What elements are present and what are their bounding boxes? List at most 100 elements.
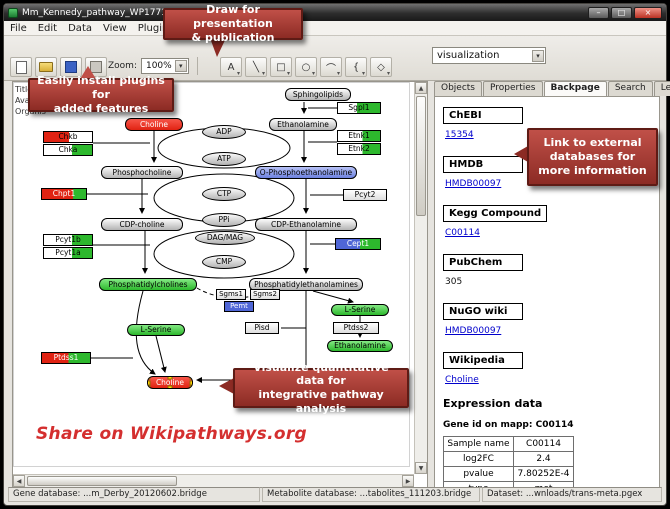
pathway-node-o-phosphoethanolamine[interactable]: O-Phosphoethanolamine <box>255 166 357 179</box>
selection-handle[interactable] <box>167 385 173 388</box>
maximize-button[interactable]: □ <box>611 6 632 19</box>
selection-handle[interactable] <box>148 385 151 388</box>
tab-objects[interactable]: Objects <box>434 81 483 96</box>
pathway-node-ptdss2[interactable]: Ptdss2 <box>333 322 379 334</box>
menu-data[interactable]: Data <box>68 22 92 34</box>
pathway-node-pisd[interactable]: Pisd <box>245 322 279 334</box>
backpage-db-link[interactable]: 15354 <box>445 130 474 140</box>
selection-handle[interactable] <box>148 380 151 385</box>
pathway-node-ethanolamine[interactable]: Ethanolamine <box>327 340 393 352</box>
shape-tool-button[interactable]: ◇▾ <box>370 57 392 77</box>
scroll-up-icon[interactable]: ▲ <box>415 82 427 94</box>
pathway-node-phosphatidylethanolamines[interactable]: Phosphatidylethanolamines <box>249 278 363 291</box>
chevron-down-icon[interactable]: ▾ <box>532 49 544 62</box>
pathway-node-cdp-choline[interactable]: CDP-choline <box>101 218 183 231</box>
menu-edit[interactable]: Edit <box>37 22 58 34</box>
selection-handle[interactable] <box>189 385 192 388</box>
panel-tabs: ObjectsPropertiesBackpageSearchLegend <box>434 81 670 96</box>
pathway-node-pcyt1a[interactable]: Pcyt1a <box>43 247 93 259</box>
pathway-node-choline[interactable]: Choline <box>125 118 183 131</box>
backpage-db-link[interactable]: HMDB00097 <box>445 326 502 336</box>
pathway-node-chka[interactable]: Chka <box>43 144 93 156</box>
selection-handle[interactable] <box>189 377 192 380</box>
selection-handle[interactable] <box>189 380 192 385</box>
pathway-node-atp[interactable]: ATP <box>202 152 246 166</box>
pathway-node-chkb[interactable]: Chkb <box>43 131 93 143</box>
backpage-db-link[interactable]: Choline <box>445 375 479 385</box>
selection-handle[interactable] <box>167 377 173 380</box>
pathway-node-l-serine[interactable]: L-Serine <box>127 324 185 336</box>
menu-file[interactable]: File <box>10 22 27 34</box>
tab-backpage[interactable]: Backpage <box>543 81 607 96</box>
menu-plugins[interactable]: Plugins <box>137 22 174 34</box>
open-file-icon <box>39 62 53 72</box>
backpage-db-header: NuGO wiki <box>443 303 523 320</box>
horizontal-scrollbar[interactable]: ◀ ▶ <box>13 474 414 487</box>
pathway-node-ppi[interactable]: PPi <box>202 213 246 227</box>
visualization-combobox[interactable]: visualization ▾ <box>432 47 546 64</box>
tab-legend[interactable]: Legend <box>653 81 670 96</box>
pathway-node-sgms2[interactable]: Sgms2 <box>250 289 280 300</box>
expression-table-cell: 2.4 <box>513 451 574 467</box>
zoom-value: 100% <box>145 61 172 71</box>
backpage-db-value: 305 <box>445 277 463 287</box>
pathway-node-ptdss1[interactable]: Ptdss1 <box>41 352 91 364</box>
expression-table-cell: log2FC <box>443 451 514 467</box>
pathway-node-cmp[interactable]: CMP <box>202 255 246 269</box>
pathway-node-adp[interactable]: ADP <box>202 125 246 139</box>
scroll-down-icon[interactable]: ▼ <box>415 462 427 474</box>
scroll-left-icon[interactable]: ◀ <box>13 475 25 487</box>
zoom-label: Zoom: <box>108 61 137 71</box>
zoom-combobox[interactable]: 100% ▾ <box>140 58 189 74</box>
share-wikipathways-note: Share on Wikipathways.org <box>36 424 307 444</box>
horizontal-scroll-thumb[interactable] <box>27 476 177 486</box>
menu-view[interactable]: View <box>103 22 127 34</box>
rectangle-tool-button[interactable]: □▾ <box>270 57 292 77</box>
open-file-button[interactable] <box>35 57 57 77</box>
pathway-canvas[interactable]: Title:AvailabOrganis SphingolipidsSgpl1C… <box>12 81 428 488</box>
visualization-value: visualization <box>437 50 500 61</box>
pathway-node-cept1[interactable]: Cept1 <box>335 238 381 250</box>
arc-tool-button[interactable]: ⌒▾ <box>320 57 342 77</box>
label-tool-button[interactable]: A▾ <box>220 57 242 77</box>
pathway-node-sgpl1[interactable]: Sgpl1 <box>337 102 381 114</box>
pathway-node-l-serine[interactable]: L-Serine <box>331 304 389 316</box>
pathway-node-choline[interactable]: Choline <box>147 376 193 389</box>
save-file-button[interactable] <box>60 57 82 77</box>
scroll-right-icon[interactable]: ▶ <box>402 475 414 487</box>
close-button[interactable]: × <box>634 6 662 19</box>
expression-data-title: Expression data <box>443 397 543 410</box>
pathway-drawing-area[interactable]: Title:AvailabOrganis SphingolipidsSgpl1C… <box>13 82 414 474</box>
pathway-node-cdp-ethanolamine[interactable]: CDP-Ethanolamine <box>255 218 357 231</box>
tab-properties[interactable]: Properties <box>483 81 543 96</box>
pathway-node-phosphocholine[interactable]: Phosphocholine <box>101 166 183 179</box>
brace-tool-button[interactable]: {▾ <box>345 57 367 77</box>
chevron-down-icon[interactable]: ▾ <box>174 60 187 72</box>
pathway-node-ethanolamine[interactable]: Ethanolamine <box>269 118 337 131</box>
pathway-node-chpt1[interactable]: Chpt1 <box>41 188 87 200</box>
vertical-scroll-thumb[interactable] <box>416 96 426 216</box>
pathway-node-ctp[interactable]: CTP <box>202 187 246 201</box>
oval-tool-button[interactable]: ○▾ <box>295 57 317 77</box>
callout-arrow-left-icon <box>219 378 234 394</box>
pathway-node-etnk2[interactable]: Etnk2 <box>337 143 381 155</box>
expression-table-cell: C00114 <box>513 436 574 452</box>
pathway-node-pemt[interactable]: Pemt <box>224 301 254 312</box>
minimize-button[interactable]: – <box>588 6 609 19</box>
tab-search[interactable]: Search <box>607 81 653 96</box>
pathway-node-etnk1[interactable]: Etnk1 <box>337 130 381 142</box>
menu-bar: FileEditDataViewPluginsHelp <box>4 21 666 36</box>
pathway-node-phosphatidylcholines[interactable]: Phosphatidylcholines <box>99 278 197 291</box>
pathway-node-pcyt2[interactable]: Pcyt2 <box>343 189 387 201</box>
backpage-db-link[interactable]: HMDB00097 <box>445 179 502 189</box>
selection-handle[interactable] <box>148 377 151 380</box>
vertical-scrollbar[interactable]: ▲ ▼ <box>414 82 427 474</box>
pathway-node-sgms1[interactable]: Sgms1 <box>216 289 246 300</box>
chevron-down-icon: ▾ <box>286 70 290 77</box>
pathway-node-pcyt1b[interactable]: Pcyt1b <box>43 234 93 246</box>
line-tool-button[interactable]: ╲▾ <box>245 57 267 77</box>
pathway-node-sphingolipids[interactable]: Sphingolipids <box>285 88 351 101</box>
pathway-node-dag-mag[interactable]: DAG/MAG <box>195 231 255 245</box>
new-file-button[interactable] <box>10 57 32 77</box>
backpage-db-link[interactable]: C00114 <box>445 228 480 238</box>
